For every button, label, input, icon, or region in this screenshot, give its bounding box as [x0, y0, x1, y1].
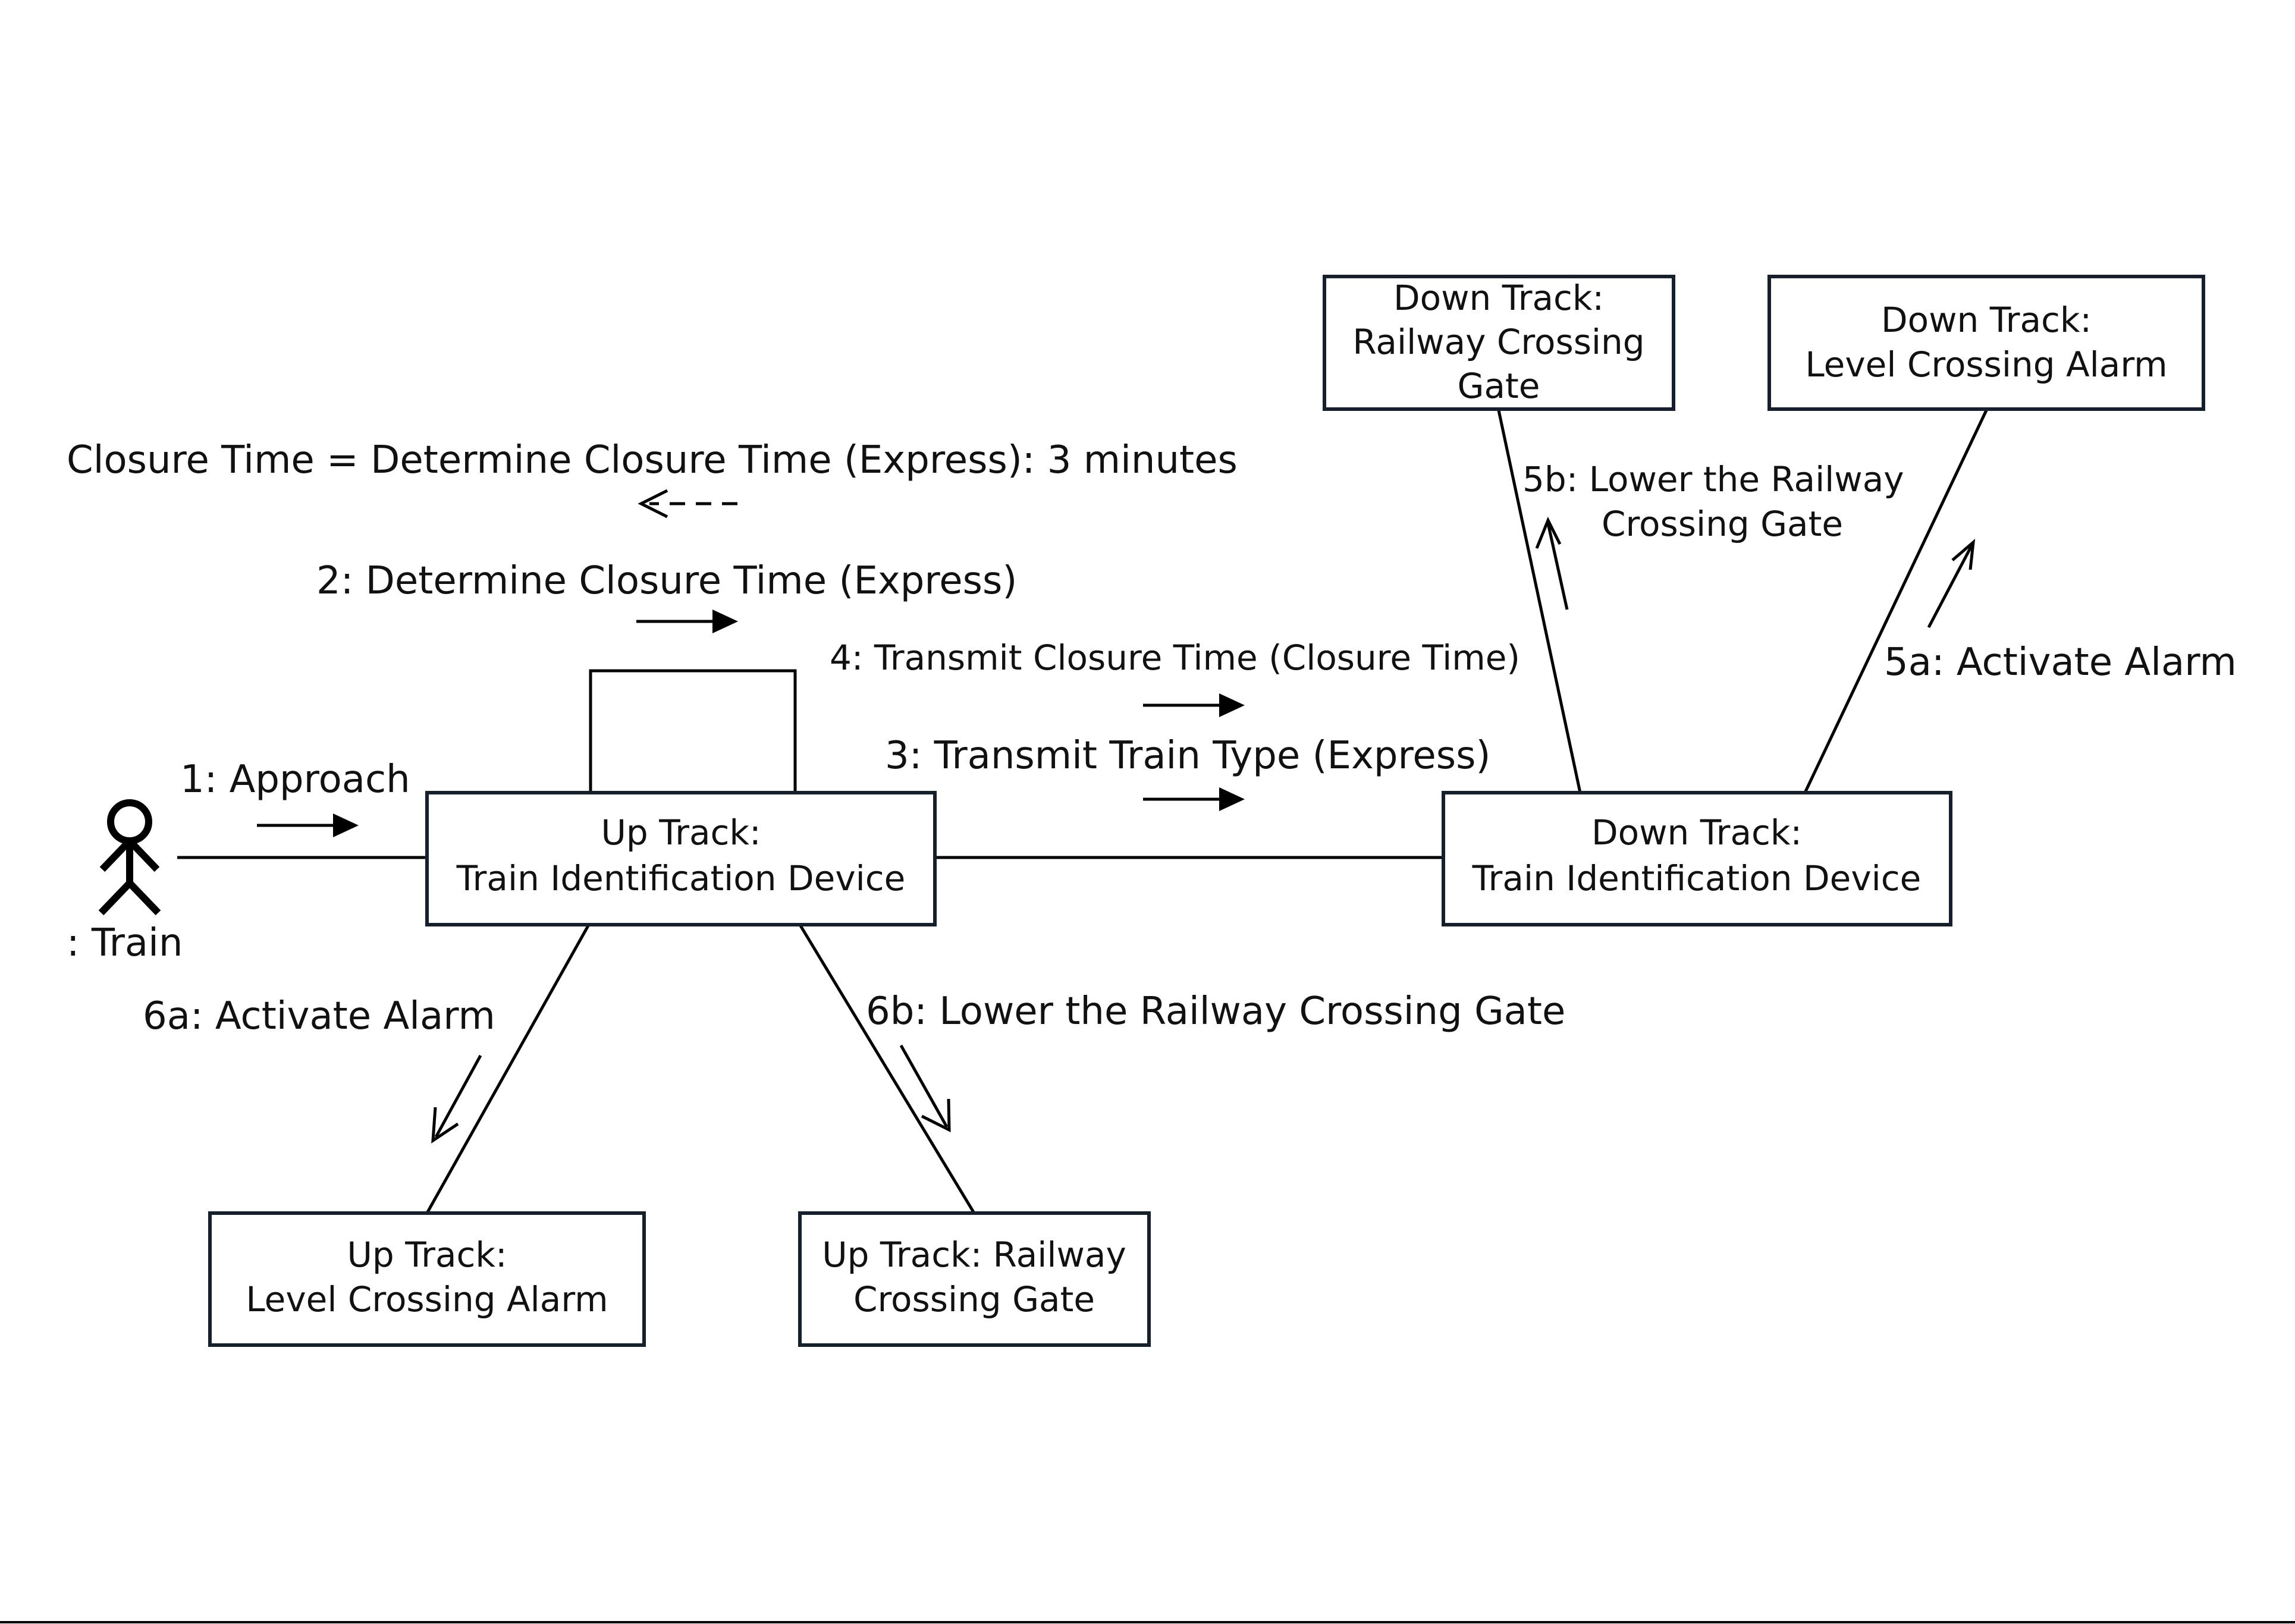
return-label: Closure Time = Determine Closure Time (E…	[67, 438, 1238, 482]
train-actor-label: : Train	[67, 921, 183, 965]
self-link-up-tid	[589, 669, 797, 793]
object-label-line: Down Track:	[1591, 812, 1802, 853]
message-label: 6a: Activate Alarm	[143, 994, 495, 1038]
up-track-railway-crossing-gate: Up Track: Railway Crossing Gate	[798, 1211, 1151, 1347]
arrow-up-right-icon	[1927, 538, 1976, 629]
object-label-line: Up Track:	[601, 812, 761, 853]
message-label: 6b: Lower the Railway Crossing Gate	[866, 990, 1565, 1034]
link-down-tid-down-alarm	[1803, 409, 1988, 794]
object-label-line: Railway Crossing	[1352, 322, 1644, 362]
stick-figure-icon	[98, 799, 161, 916]
message-label: 1: Approach	[180, 758, 410, 802]
object-label-line: Up Track: Railway	[822, 1235, 1126, 1275]
message-6b-lower-gate: 6b: Lower the Railway Crossing Gate	[866, 990, 1565, 1133]
message-label: 2: Determine Closure Time (Express)	[316, 559, 1017, 603]
message-5b-lower-gate: 5b: Lower the Railway Crossing Gate	[1522, 459, 1904, 610]
link-up-tid-up-alarm	[425, 923, 591, 1214]
arrow-right-icon	[1143, 693, 1245, 717]
message-3-transmit-train-type: 3: Transmit Train Type (Express)	[885, 734, 1490, 811]
arrow-right-icon	[1143, 787, 1245, 811]
message-label: 4: Transmit Closure Time (Closure Time)	[830, 637, 1520, 678]
object-label-line: Crossing Gate	[853, 1279, 1095, 1320]
arrow-right-icon	[257, 813, 359, 837]
arrow-up-icon	[1535, 516, 1569, 610]
message-2-determine-closure-time: 2: Determine Closure Time (Express)	[316, 559, 1017, 633]
object-label-line: Down Track:	[1881, 300, 2092, 340]
message-2-return: Closure Time = Determine Closure Time (E…	[67, 438, 1238, 519]
message-6a-activate-alarm: 6a: Activate Alarm	[143, 994, 495, 1144]
arrow-right-icon	[636, 610, 738, 633]
message-label: 3: Transmit Train Type (Express)	[885, 734, 1490, 778]
link-up-tid-up-gate	[798, 923, 976, 1214]
message-label: 5a: Activate Alarm	[1884, 640, 2237, 684]
message-5a-activate-alarm: 5a: Activate Alarm	[1884, 538, 2237, 684]
link-down-tid-down-gate	[1497, 410, 1582, 793]
message-4-transmit-closure-time: 4: Transmit Closure Time (Closure Time)	[830, 637, 1520, 717]
down-track-railway-crossing-gate: Down Track: Railway Crossing Gate	[1323, 275, 1675, 411]
arrow-down-right-icon	[899, 1044, 951, 1133]
object-label-line: Level Crossing Alarm	[1805, 344, 2167, 385]
object-label-line: Train Identification Device	[1472, 858, 1922, 899]
object-label-line: Up Track:	[347, 1235, 507, 1275]
arrow-down-left-icon	[431, 1054, 482, 1144]
up-track-train-identification-device: Up Track: Train Identification Device	[425, 791, 937, 926]
train-actor: : Train	[67, 799, 183, 965]
down-track-level-crossing-alarm: Down Track: Level Crossing Alarm	[1767, 275, 2205, 411]
object-label-line: Level Crossing Alarm	[246, 1279, 608, 1320]
object-label-line: Gate	[1458, 366, 1540, 406]
message-label-line: Crossing Gate	[1602, 504, 1843, 544]
object-label-line: Train Identification Device	[456, 858, 906, 899]
message-1-approach: 1: Approach	[180, 758, 410, 837]
down-track-train-identification-device: Down Track: Train Identification Device	[1442, 791, 1952, 926]
dashed-arrow-left-icon	[638, 489, 737, 519]
object-label-line: Down Track:	[1393, 278, 1604, 318]
up-track-level-crossing-alarm: Up Track: Level Crossing Alarm	[208, 1211, 646, 1347]
message-label-line: 5b: Lower the Railway	[1522, 459, 1904, 500]
